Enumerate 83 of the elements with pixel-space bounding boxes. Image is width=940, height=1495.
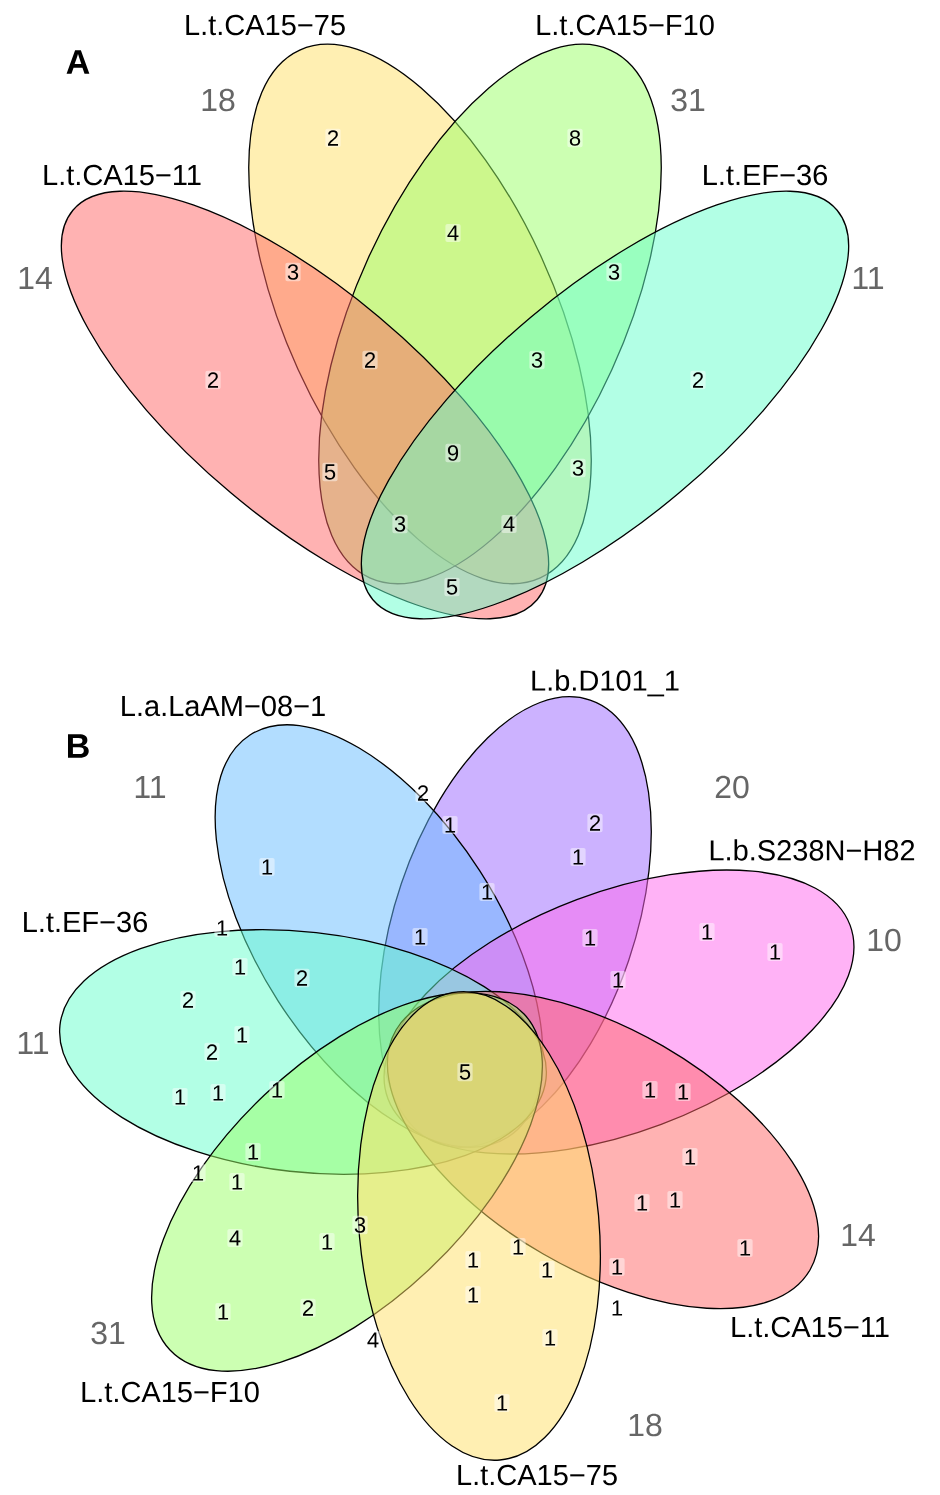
region-count: 4 xyxy=(227,1228,243,1248)
set-count: 11 xyxy=(135,776,166,798)
region-count: 1 xyxy=(210,1083,226,1103)
region-count: 1 xyxy=(610,970,626,990)
set-count: 11 xyxy=(18,1032,49,1054)
region-count: 1 xyxy=(465,1250,481,1270)
region-count: 2 xyxy=(294,968,310,988)
region-count: 1 xyxy=(232,957,248,977)
region-count: 1 xyxy=(542,1328,558,1348)
region-count: 1 xyxy=(229,1172,245,1192)
region-count: 1 xyxy=(675,1082,691,1102)
region-count: 3 xyxy=(285,262,301,282)
region-count: 1 xyxy=(494,1393,510,1413)
region-count: 1 xyxy=(667,1190,683,1210)
region-count: 5 xyxy=(322,462,338,482)
region-count: 1 xyxy=(570,847,586,867)
region-count: 2 xyxy=(690,370,706,390)
region-count: 1 xyxy=(190,1163,206,1183)
region-count: 1 xyxy=(479,882,495,902)
region-count: 5 xyxy=(457,1062,473,1082)
set-count: 10 xyxy=(868,928,901,952)
set-name: L.t.CA15−11 xyxy=(44,164,201,186)
region-count: 2 xyxy=(205,370,221,390)
region-count: 2 xyxy=(325,128,341,148)
set-name: L.t.EF−36 xyxy=(704,164,827,186)
set-name: L.t.CA15−75 xyxy=(186,14,345,36)
region-count: 3 xyxy=(529,350,545,370)
set-count: 18 xyxy=(629,1413,662,1437)
panel-letter: A xyxy=(66,50,90,74)
region-count: 2 xyxy=(362,350,378,370)
region-count: 1 xyxy=(682,1147,698,1167)
set-name: L.b.S238N−H82 xyxy=(710,839,915,861)
region-count: 1 xyxy=(214,918,230,938)
region-count: 2 xyxy=(180,990,196,1010)
region-count: 1 xyxy=(609,1257,625,1277)
region-count: 1 xyxy=(215,1302,231,1322)
region-count: 9 xyxy=(445,443,461,463)
region-count: 1 xyxy=(699,922,715,942)
region-count: 2 xyxy=(300,1298,316,1318)
set-name: L.t.CA15−75 xyxy=(458,1464,617,1486)
set-name: L.t.CA15−11 xyxy=(732,1316,889,1338)
region-count: 1 xyxy=(737,1238,753,1258)
set-name: L.a.LaAM−08−1 xyxy=(122,695,325,717)
region-count: 1 xyxy=(539,1260,555,1280)
set-name: L.t.EF−36 xyxy=(24,911,147,933)
region-count: 8 xyxy=(567,128,583,148)
region-count: 1 xyxy=(259,857,275,877)
region-count: 5 xyxy=(444,577,460,597)
region-count: 2 xyxy=(587,813,603,833)
region-count: 1 xyxy=(465,1285,481,1305)
region-count: 2 xyxy=(415,783,431,803)
region-count: 1 xyxy=(767,942,783,962)
region-count: 1 xyxy=(582,928,598,948)
region-count: 1 xyxy=(510,1237,526,1257)
region-count: 1 xyxy=(172,1087,188,1107)
set-name: L.b.D101_1 xyxy=(532,669,679,697)
region-count: 1 xyxy=(642,1080,658,1100)
region-count: 4 xyxy=(445,223,461,243)
region-count: 3 xyxy=(570,458,586,478)
region-count: 3 xyxy=(352,1215,368,1235)
region-count: 1 xyxy=(412,927,428,947)
set-name: L.t.CA15−F10 xyxy=(82,1381,259,1403)
set-count: 14 xyxy=(19,267,52,289)
set-count: 20 xyxy=(715,775,749,799)
set-count: 18 xyxy=(202,88,235,112)
region-count: 3 xyxy=(606,262,622,282)
region-count: 1 xyxy=(234,1025,250,1045)
region-count: 3 xyxy=(392,514,408,534)
set-count: 31 xyxy=(91,1321,125,1345)
panel-letter: B xyxy=(68,734,89,758)
region-count: 4 xyxy=(365,1330,381,1350)
region-count: 1 xyxy=(269,1080,285,1100)
set-count: 31 xyxy=(671,88,705,112)
region-count: 1 xyxy=(634,1193,650,1213)
region-count: 2 xyxy=(204,1042,220,1062)
region-count: 1 xyxy=(319,1232,335,1252)
region-count: 1 xyxy=(609,1298,625,1318)
set-count: 14 xyxy=(842,1224,875,1246)
set-count: 11 xyxy=(853,267,884,289)
region-count: 4 xyxy=(501,514,517,534)
region-count: 1 xyxy=(442,815,458,835)
set-name: L.t.CA15−F10 xyxy=(537,14,714,36)
region-count: 1 xyxy=(245,1142,261,1162)
